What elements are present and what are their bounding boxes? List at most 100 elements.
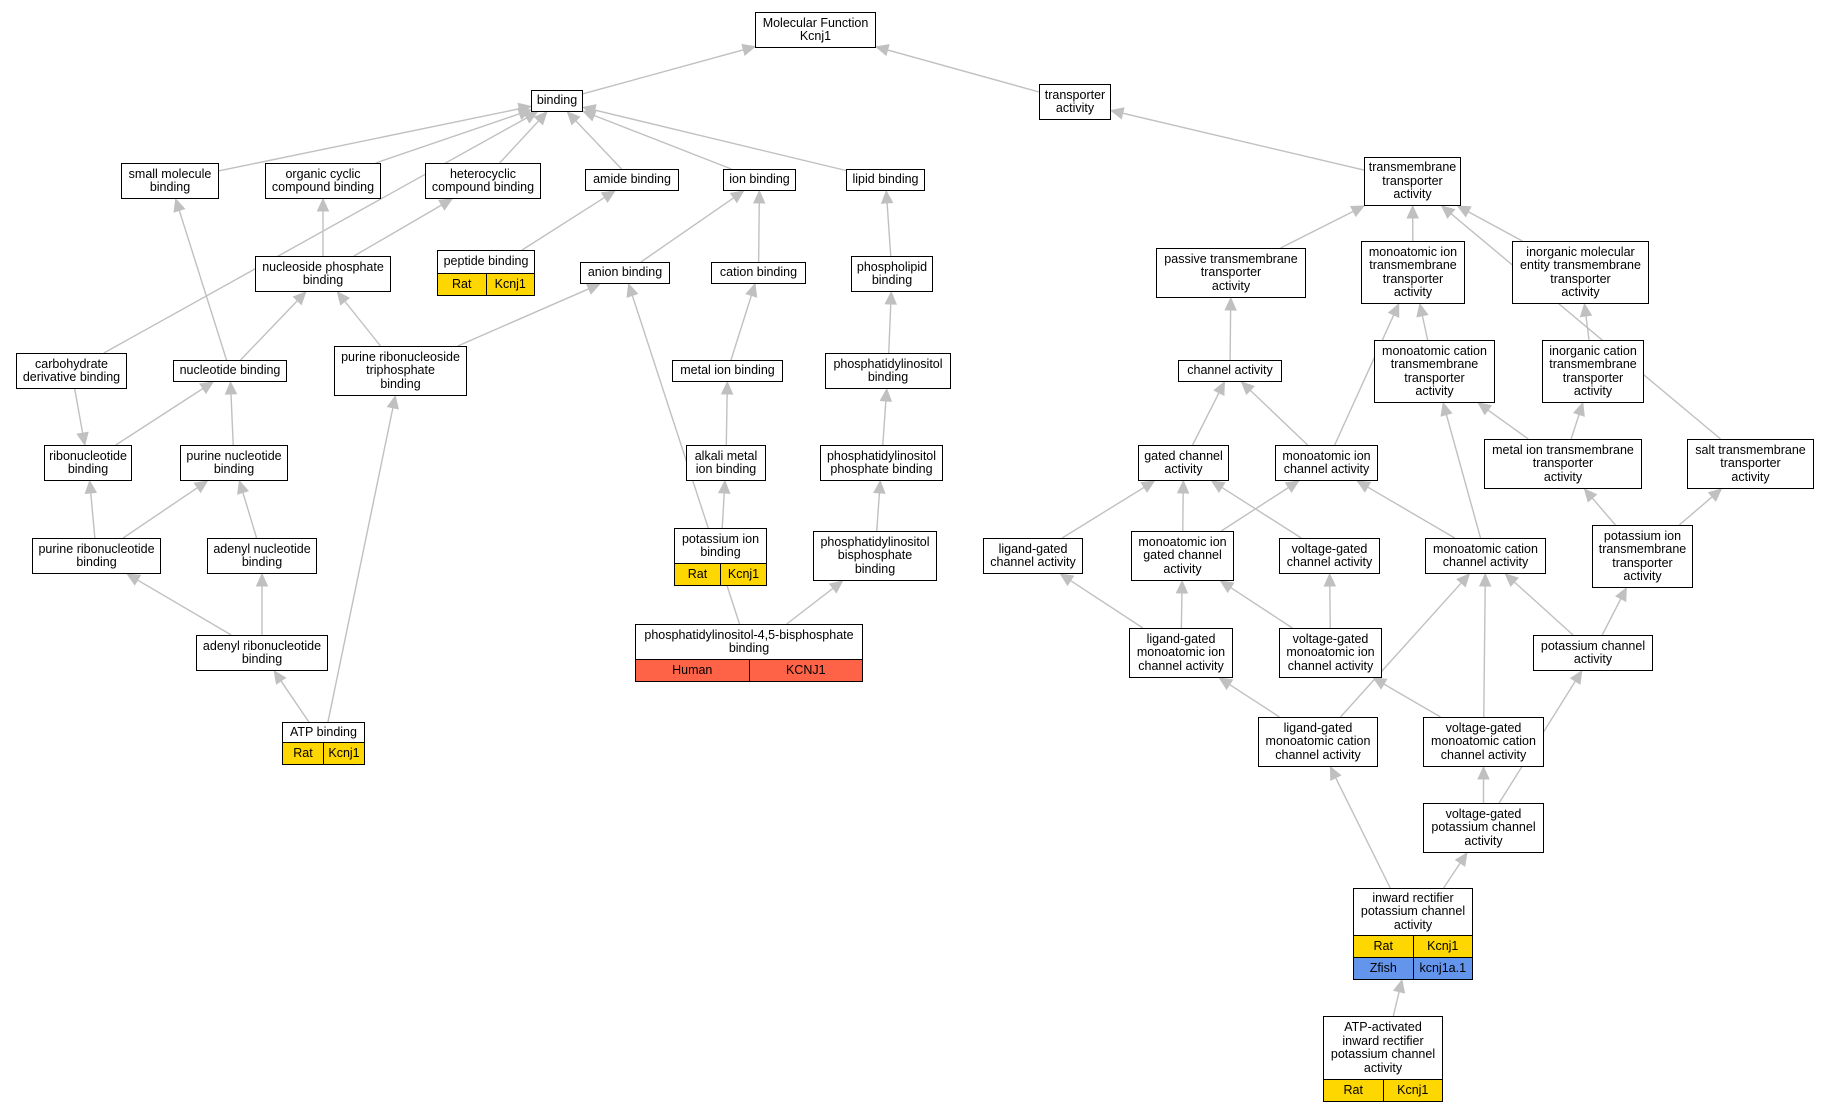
edge-arrowhead xyxy=(1569,669,1583,685)
node-voltage-gated-channel-activity[interactable]: voltage-gated channel activity xyxy=(1279,538,1380,574)
edge-arrowhead xyxy=(193,480,209,494)
edge-arrowhead xyxy=(600,190,616,204)
node-monoatomic-ion-transmembrane-transporter-activity[interactable]: monoatomic ion transmembrane transporter… xyxy=(1361,241,1465,304)
node-voltage-gated-monoatomic-ion-channel-activity[interactable]: voltage-gated monoatomic ion channel act… xyxy=(1279,628,1382,678)
node-voltage-gated-potassium-channel-activity[interactable]: voltage-gated potassium channel activity xyxy=(1423,803,1544,853)
node-organic-cyclic-compound-binding[interactable]: organic cyclic compound binding xyxy=(265,163,381,199)
node-heterocyclic-compound-binding[interactable]: heterocyclic compound binding xyxy=(425,163,541,199)
edge-channel-to-passive_tm xyxy=(1229,309,1232,361)
node-label: peptide binding xyxy=(443,254,529,269)
node-label: amide binding xyxy=(593,172,671,187)
edge-arrowhead xyxy=(717,479,731,494)
edge-arrowhead xyxy=(566,111,581,126)
edge-lipid-to-binding xyxy=(594,109,847,172)
node-ribonucleotide-binding[interactable]: ribonucleotide binding xyxy=(44,445,132,481)
edge-carbohydrate-to-binding xyxy=(103,117,528,354)
node-nucleoside-phosphate-binding[interactable]: nucleoside phosphate binding xyxy=(255,256,391,292)
node-alkali-metal-ion-binding[interactable]: alkali metal ion binding xyxy=(686,445,766,481)
edge-carbohydrate-to-ribonucleotide xyxy=(74,388,84,434)
edge-arrowhead xyxy=(1329,765,1342,781)
node-small-molecule-binding[interactable]: small molecule binding xyxy=(121,163,219,199)
node-label: monoatomic ion gated channel activity xyxy=(1138,534,1227,576)
node-metal-ion-transmembrane-transporter-activity[interactable]: metal ion transmembrane transporter acti… xyxy=(1484,439,1642,489)
node-monoatomic-ion-channel-activity[interactable]: monoatomic ion channel activity xyxy=(1275,445,1378,481)
edge-phosphatidylinositol-to-phospholipid xyxy=(888,303,892,354)
node-phospholipid-binding[interactable]: phospholipid binding xyxy=(851,256,933,292)
node-label: binding xyxy=(536,93,578,108)
edge-cation-to-ion_binding xyxy=(757,202,760,263)
edge-tm_transporter-to-transporter xyxy=(1122,112,1365,171)
edge-arrowhead xyxy=(828,580,844,594)
node-label: metal ion transmembrane transporter acti… xyxy=(1492,442,1634,484)
node-anion-binding[interactable]: anion binding xyxy=(580,262,670,284)
edge-arrowhead xyxy=(273,670,287,685)
node-label: organic cyclic compound binding xyxy=(271,166,375,194)
gene-label: KCNJ1 xyxy=(748,660,863,681)
edge-voltage_gated_mono_ion-to-monoatomic_ion_gated xyxy=(1230,586,1293,629)
node-channel-activity[interactable]: channel activity xyxy=(1178,360,1282,382)
edge-arrowhead xyxy=(1440,205,1456,219)
node-phosphatidylinositol-phosphate-binding[interactable]: phosphatidylinositol phosphate binding xyxy=(820,445,943,481)
node-binding[interactable]: binding xyxy=(531,90,583,112)
node-label: phosphatidylinositol-4,5-bisphosphate bi… xyxy=(644,627,854,655)
gene-label: Kcnj1 xyxy=(485,274,535,295)
node-cation-binding[interactable]: cation binding xyxy=(711,262,806,284)
node-atp-activated-inward-rectifier-potassium-channel-activity[interactable]: ATP-activated inward rectifier potassium… xyxy=(1323,1016,1443,1102)
node-salt-transmembrane-transporter-activity[interactable]: salt transmembrane transporter activity xyxy=(1687,439,1814,489)
node-label: gated channel activity xyxy=(1144,448,1223,476)
node-ligand-gated-monoatomic-cation-channel-activity[interactable]: ligand-gated monoatomic cation channel a… xyxy=(1258,717,1378,767)
node-monoatomic-ion-gated-channel-activity[interactable]: monoatomic ion gated channel activity xyxy=(1131,531,1234,581)
node-phosphatidylinositol-bisphosphate-binding[interactable]: phosphatidylinositol bisphosphate bindin… xyxy=(813,531,937,581)
node-label: potassium ion transmembrane transporter … xyxy=(1598,528,1687,583)
node-adenyl-nucleotide-binding[interactable]: adenyl nucleotide binding xyxy=(207,538,317,574)
node-molecular-function-kcnj1[interactable]: Molecular Function Kcnj1 xyxy=(755,12,876,48)
node-label: voltage-gated potassium channel activity xyxy=(1431,806,1536,848)
node-ligand-gated-channel-activity[interactable]: ligand-gated channel activity xyxy=(983,538,1083,574)
node-lipid-binding[interactable]: lipid binding xyxy=(846,169,925,191)
node-monoatomic-cation-channel-activity[interactable]: monoatomic cation channel activity xyxy=(1425,538,1546,574)
node-ion-binding[interactable]: ion binding xyxy=(723,169,796,191)
edge-arrowhead xyxy=(533,111,548,126)
node-transmembrane-transporter-activity[interactable]: transmembrane transporter activity xyxy=(1364,157,1461,206)
node-potassium-channel-activity[interactable]: potassium channel activity xyxy=(1533,635,1653,671)
node-gated-channel-activity[interactable]: gated channel activity xyxy=(1138,445,1229,481)
node-inorganic-cation-transmembrane-transporter-activity[interactable]: inorganic cation transmembrane transport… xyxy=(1542,340,1644,403)
edge-nucleoside_phosphate-to-heterocyclic xyxy=(353,204,443,257)
node-voltage-gated-monoatomic-cation-channel-activity[interactable]: voltage-gated monoatomic cation channel … xyxy=(1423,717,1544,767)
node-carbohydrate-derivative-binding[interactable]: carbohydrate derivative binding xyxy=(16,353,127,389)
node-inward-rectifier-potassium-channel-activity[interactable]: inward rectifier potassium channel activ… xyxy=(1353,888,1473,980)
node-transporter-activity[interactable]: transporter activity xyxy=(1039,84,1111,120)
edge-arrowhead xyxy=(1456,573,1471,588)
node-adenyl-ribonucleotide-binding[interactable]: adenyl ribonucleotide binding xyxy=(196,635,328,671)
node-nucleotide-binding[interactable]: nucleotide binding xyxy=(173,360,287,382)
edge-arrowhead xyxy=(84,479,98,495)
node-purine-ribonucleoside-triphosphate-binding[interactable]: purine ribonucleoside triphosphate bindi… xyxy=(334,346,467,396)
edge-transporter-to-mf xyxy=(887,49,1040,93)
edge-pi_bisphosphate-to-pi_phosphate xyxy=(876,492,881,532)
edge-small_molecule-to-binding xyxy=(218,108,520,172)
node-amide-binding[interactable]: amide binding xyxy=(585,169,679,191)
node-metal-ion-binding[interactable]: metal ion binding xyxy=(672,360,783,382)
node-purine-nucleotide-binding[interactable]: purine nucleotide binding xyxy=(180,445,288,481)
edge-purine_ribonucleoside_tp-to-anion xyxy=(457,288,590,347)
node-purine-ribonucleotide-binding[interactable]: purine ribonucleotide binding xyxy=(32,538,161,574)
node-ligand-gated-monoatomic-ion-channel-activity[interactable]: ligand-gated monoatomic ion channel acti… xyxy=(1129,628,1233,678)
edge-voltage_gated_cation-to-voltage_gated_mono_ion xyxy=(1383,683,1441,718)
edge-purine_ribonucleotide-to-ribonucleotide xyxy=(90,492,96,539)
node-passive-transmembrane-transporter-activity[interactable]: passive transmembrane transporter activi… xyxy=(1156,248,1306,298)
edge-atp_binding-to-adenyl_ribonucleotide xyxy=(280,680,310,723)
node-phosphatidylinositol-4-5-bisphosphate-binding[interactable]: phosphatidylinositol-4,5-bisphosphate bi… xyxy=(635,624,863,682)
node-monoatomic-cation-transmembrane-transporter-activity[interactable]: monoatomic cation transmembrane transpor… xyxy=(1374,340,1495,403)
node-phosphatidylinositol-binding[interactable]: phosphatidylinositol binding xyxy=(825,353,951,389)
edge-pip2-to-pi_bisphosphate xyxy=(786,587,834,625)
edge-nucleotide-to-small_molecule xyxy=(178,210,228,361)
node-label: channel activity xyxy=(1187,363,1273,378)
node-potassium-ion-transmembrane-transporter-activity[interactable]: potassium ion transmembrane transporter … xyxy=(1592,525,1693,588)
node-inorganic-molecular-entity-transmembrane-transporter-activity[interactable]: inorganic molecular entity transmembrane… xyxy=(1512,241,1649,304)
edge-arrowhead xyxy=(1477,765,1490,780)
edge-potassium_channel-to-monoatomic_cation_channel xyxy=(1513,581,1574,636)
